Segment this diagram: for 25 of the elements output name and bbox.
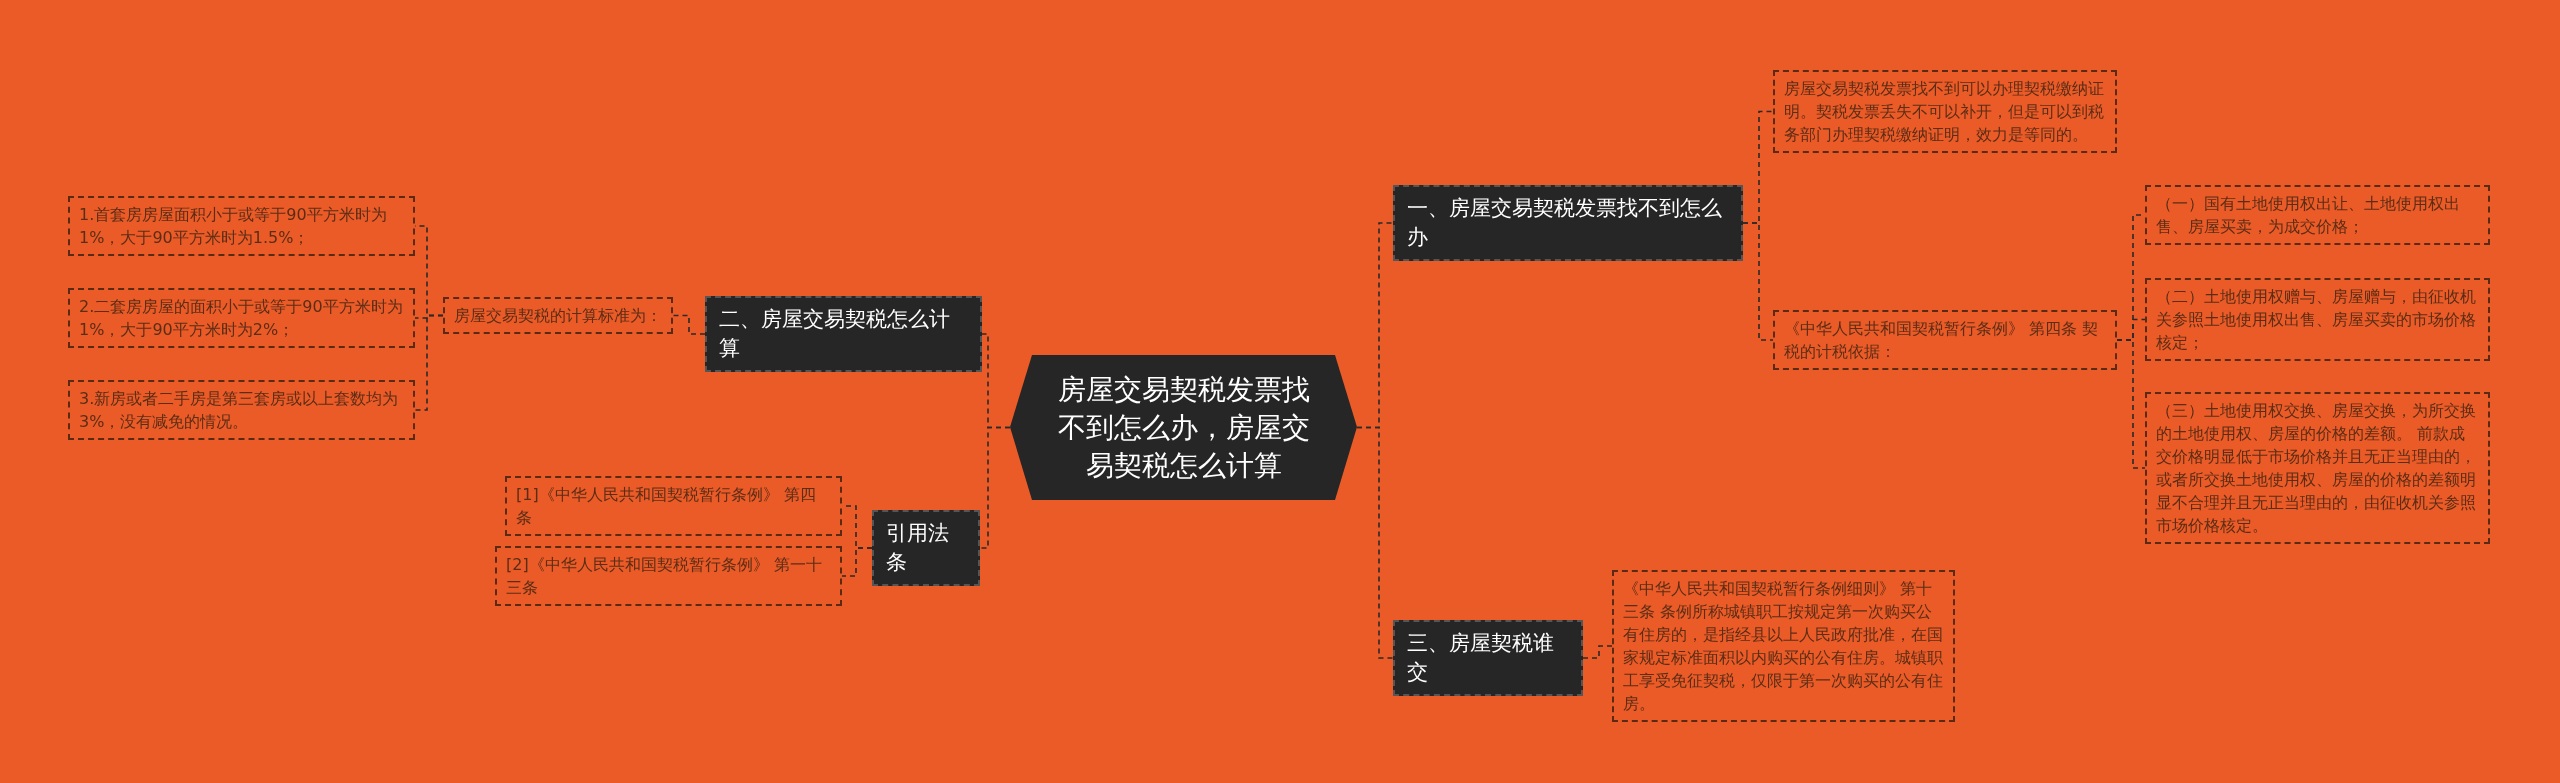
connector-line	[1356, 426, 1394, 659]
connector-line	[1742, 222, 1774, 341]
topic-box: 三、房屋契税谁交	[1393, 620, 1583, 696]
note-box: 房屋交易契税的计算标准为：	[443, 297, 673, 334]
note-box: （三）土地使用权交换、房屋交换，为所交换的土地使用权、房屋的价格的差额。 前款成交价格明显低于市场价格并且无正当理由的，或者所交换土地使用权、房屋的价格的差额明显不合理并且无正当理由的，由征收机关参照市场价格核定。	[2145, 392, 2490, 544]
connector-line	[1582, 645, 1613, 659]
note-box: 《中华人民共和国契税暂行条例细则》 第十三条 条例所称城镇职工按规定第一次购买公有住房的，是指经县以上人民政府批准，在国家规定标准面积以内购买的公有住房。城镇职工享受免征契税，仅限于第一次购买的公有住房。	[1612, 570, 1955, 722]
note-box: 房屋交易契税发票找不到可以办理契税缴纳证明。契税发票丢失不可以补开，但是可以到税务部门办理契税缴纳证明，效力是等同的。	[1773, 70, 2117, 153]
topic-box: 引用法条	[872, 510, 980, 586]
note-box: [1]《中华人民共和国契税暂行条例》 第四条	[505, 476, 842, 536]
connector-line	[2116, 339, 2146, 469]
connector-line	[414, 314, 444, 411]
note-box: （一）国有土地使用权出让、土地使用权出售、房屋买卖，为成交价格；	[2145, 185, 2490, 245]
note-box: （二）土地使用权赠与、房屋赠与，由征收机关参照土地使用权出售、房屋买卖的市场价格核定；	[2145, 278, 2490, 361]
topic-box: 一、房屋交易契税发票找不到怎么办	[1393, 185, 1743, 261]
central-topic: 房屋交易契税发票找不到怎么办，房屋交易契税怎么计算	[1010, 355, 1357, 500]
connector-line	[672, 314, 706, 335]
connector-line	[841, 547, 873, 577]
note-box: 1.首套房房屋面积小于或等于90平方米时为1%，大于90平方米时为1.5%；	[68, 196, 415, 256]
note-box: [2]《中华人民共和国契税暂行条例》 第一十三条	[495, 546, 842, 606]
note-box: 2.二套房房屋的面积小于或等于90平方米时为1%，大于90平方米时为2%；	[68, 288, 415, 348]
note-box: 3.新房或者二手房是第三套房或以上套数均为3%，没有减免的情况。	[68, 380, 415, 440]
connector-line	[979, 426, 1011, 549]
topic-box: 二、房屋交易契税怎么计算	[705, 296, 982, 372]
note-box: 《中华人民共和国契税暂行条例》 第四条 契税的计税依据：	[1773, 310, 2117, 370]
